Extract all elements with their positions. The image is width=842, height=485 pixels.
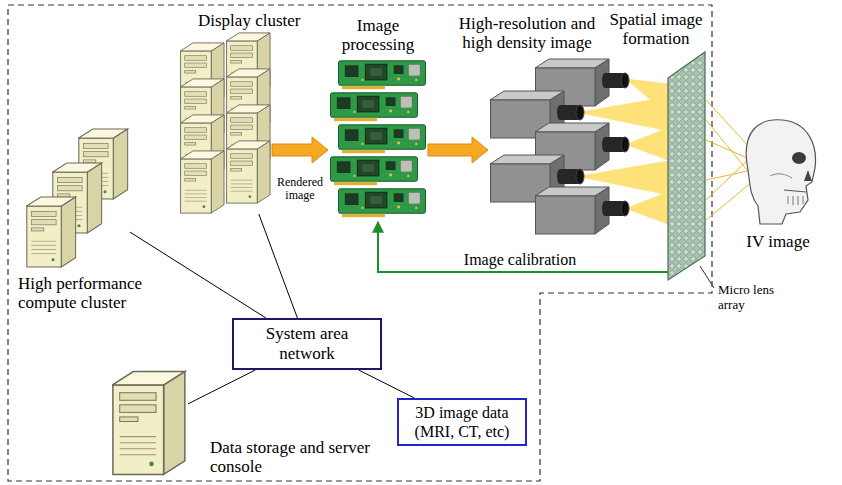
compute-cluster: High performance compute cluster (22, 128, 130, 268)
feedback-arrow (378, 222, 668, 272)
system-boundary (8, 5, 712, 481)
network-link (130, 232, 266, 318)
flow-arrow (272, 137, 328, 163)
node-label: Image processing (333, 16, 423, 54)
skull-figure (746, 120, 815, 224)
processing-boards (330, 61, 425, 217)
part-label: Micro lens array (718, 282, 788, 312)
lens-array-panel (668, 52, 705, 280)
storage-computer (112, 372, 185, 475)
display-cluster-computers (180, 33, 270, 213)
leader-line (700, 266, 714, 288)
storage-server: Data storage and server console (112, 370, 188, 476)
image-rays (706, 100, 752, 220)
edge-label: Rendered image (272, 176, 328, 202)
projectors (490, 59, 629, 234)
projector-array: High-resolution and high density image (488, 56, 638, 240)
iv-image: IV image (738, 118, 818, 228)
network-link (188, 370, 255, 404)
network-box: System area network (232, 318, 382, 370)
network-link (359, 370, 415, 398)
network-link (259, 214, 298, 318)
node-label: Display cluster (198, 11, 300, 30)
display-cluster: Display cluster (178, 32, 272, 214)
node-label: IV image (728, 232, 828, 251)
node-label: High performance compute cluster (18, 274, 183, 312)
node-label: System area network (240, 324, 374, 364)
data-box: 3D image data (MRI, CT, etc) (397, 398, 527, 446)
node-label: 3D image data (MRI, CT, etc) (405, 403, 519, 441)
compute-cluster-computers (26, 129, 127, 267)
micro-lens-array: Spatial image formationMicro lens array (668, 52, 705, 280)
edge-label: Image calibration (440, 251, 600, 269)
node-label: Spatial image formation (606, 10, 706, 48)
node-label: High-resolution and high density image (452, 14, 602, 52)
image-processing: Image processing (328, 58, 428, 222)
flow-arrow (428, 137, 488, 163)
node-label: Data storage and server console (210, 438, 370, 476)
